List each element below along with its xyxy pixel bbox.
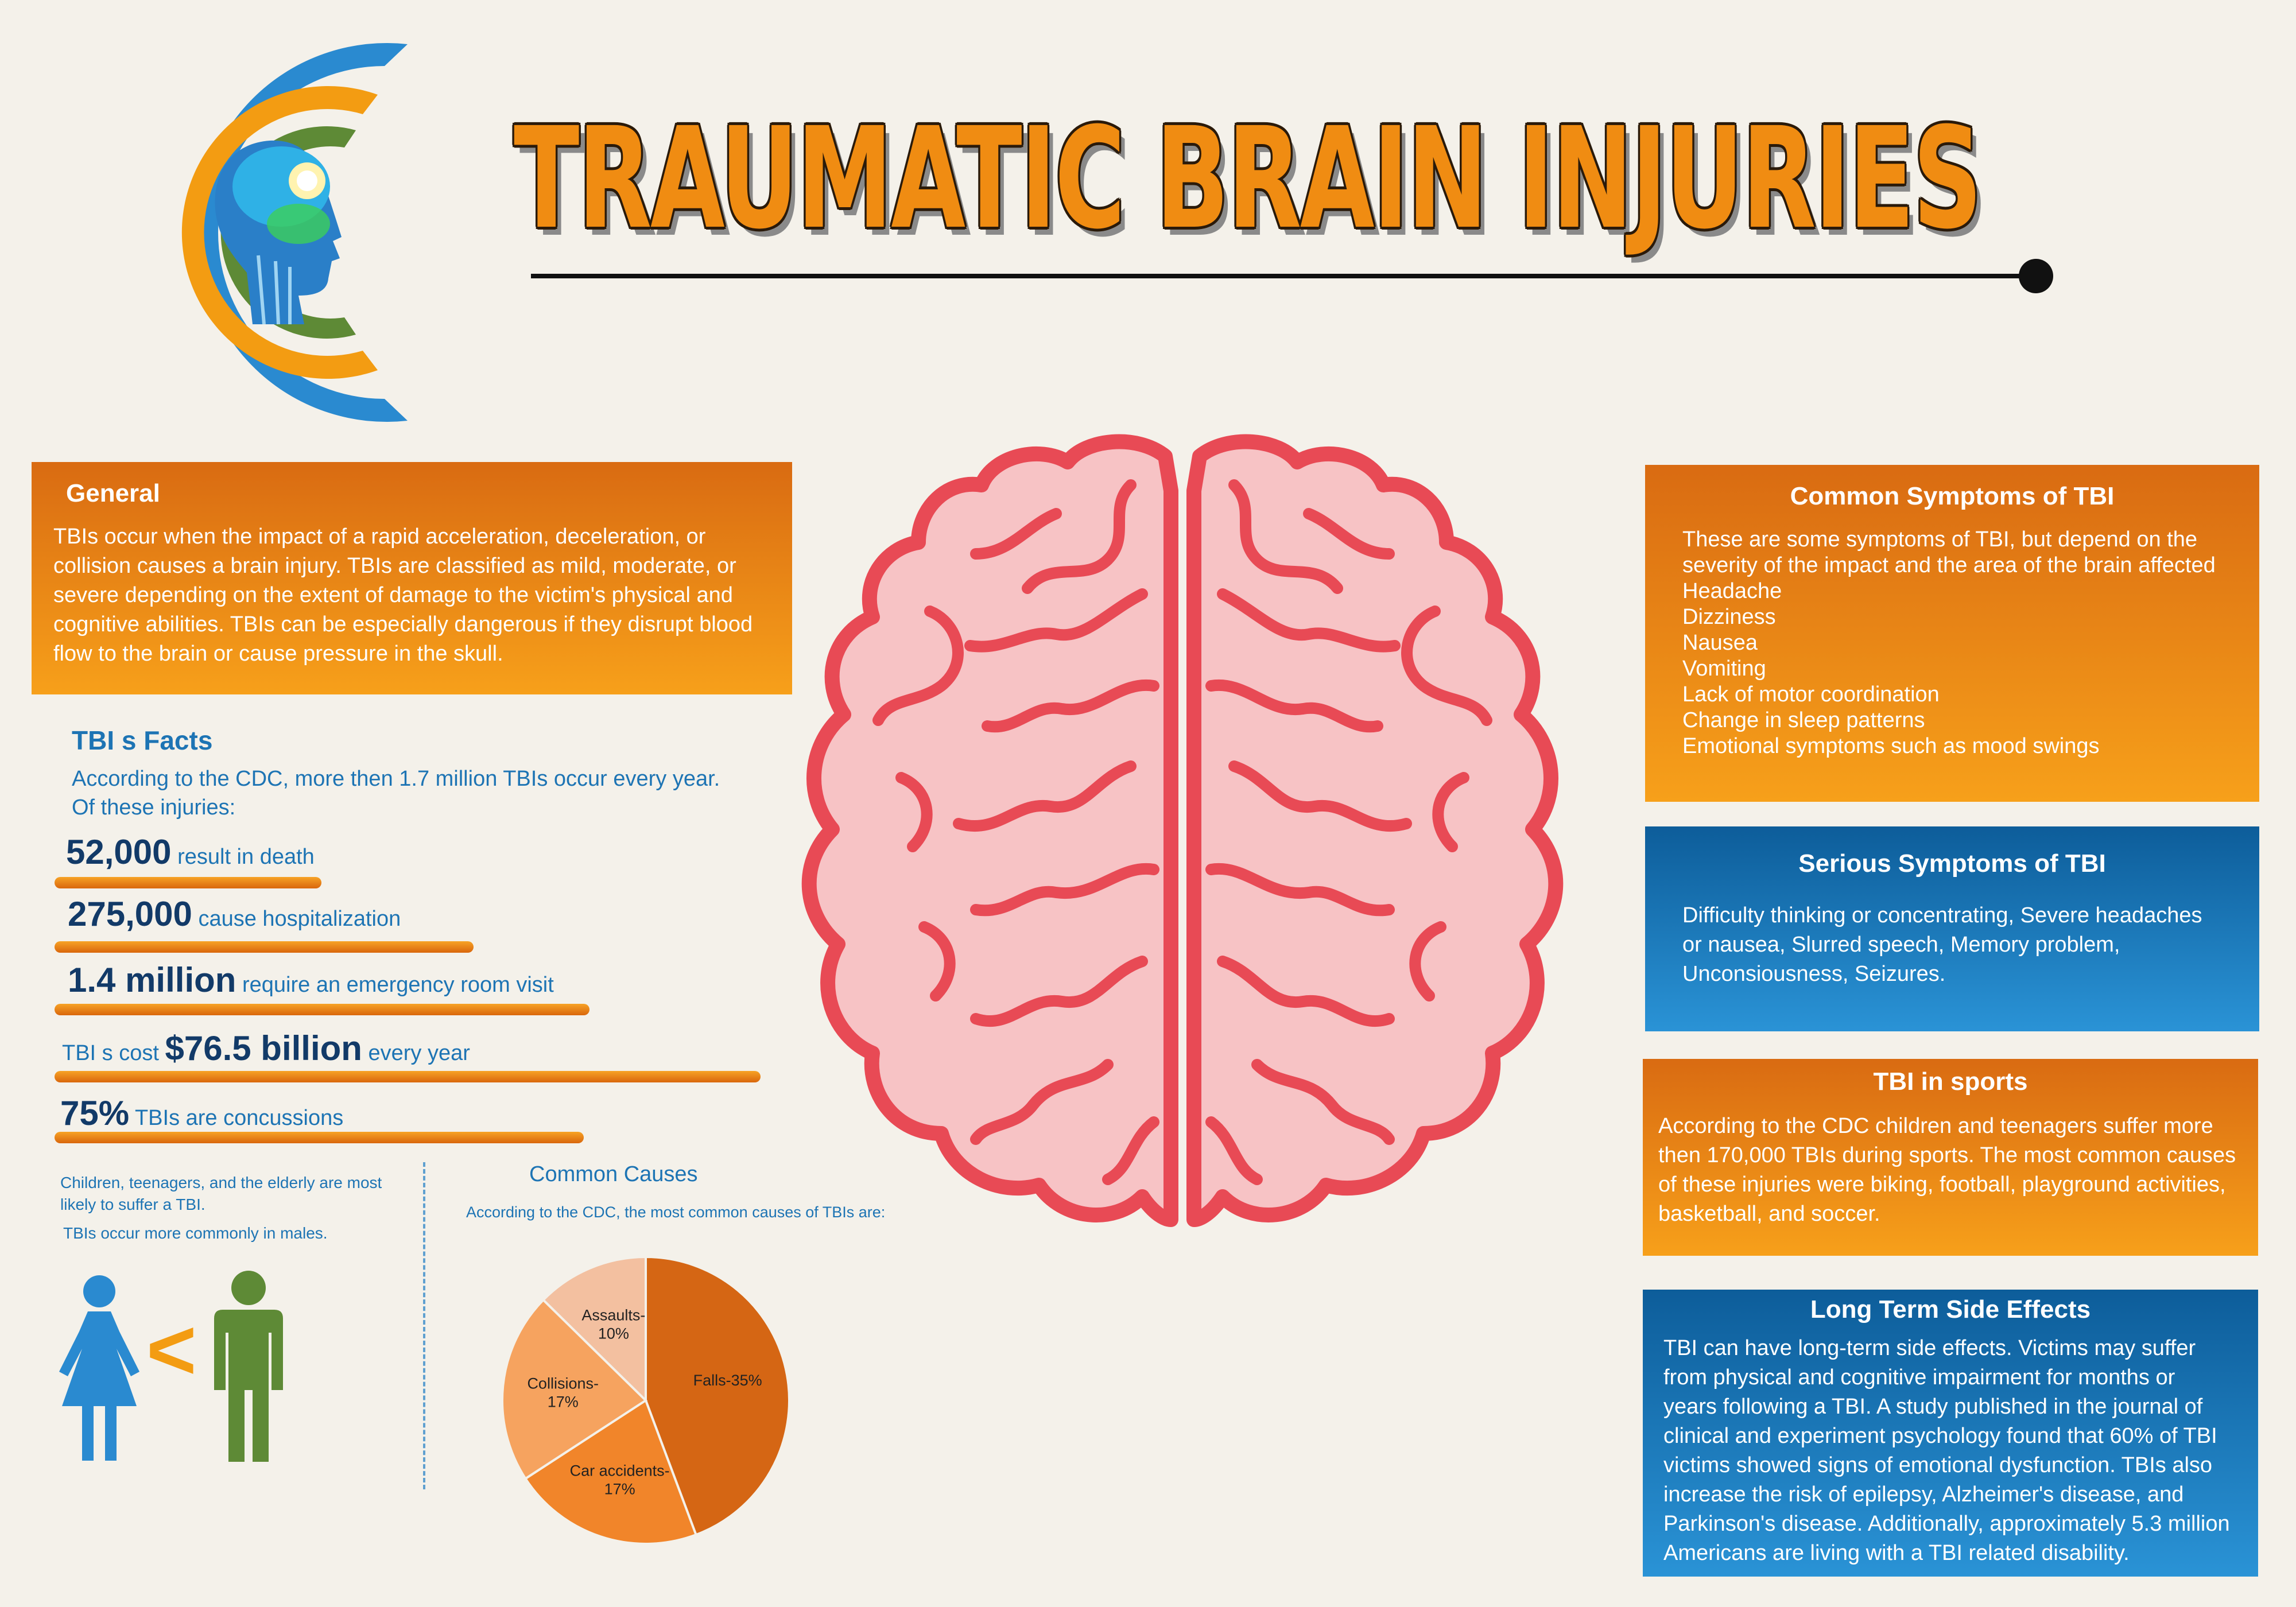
pie-label: Falls-35% (693, 1372, 762, 1389)
facts-intro-line: According to the CDC, more then 1.7 mill… (72, 767, 720, 791)
fact-concussions: 75% TBIs are concussions (60, 1093, 343, 1133)
general-line: collision causes a brain injury. TBIs ar… (53, 554, 736, 578)
serious-symptoms-text: Difficulty thinking or concentrating, Se… (1682, 901, 2202, 989)
symptom-item: Nausea (1682, 631, 1758, 655)
common-symptoms-box: Common Symptoms of TBI These are some sy… (1645, 465, 2259, 802)
female-icon (59, 1275, 139, 1461)
sports-box: TBI in sports According to the CDC child… (1643, 1059, 2258, 1256)
symptom-item: Vomiting (1682, 657, 1766, 681)
sports-line: According to the CDC children and teenag… (1658, 1114, 2213, 1138)
symptom-item: Emotional symptoms such as mood swings (1682, 734, 2100, 758)
fact-label: TBIs are concussions (134, 1106, 344, 1130)
general-text: TBIs occur when the impact of a rapid ac… (53, 522, 753, 669)
long-term-line: increase the risk of epilepsy, Alzheimer… (1663, 1482, 2184, 1507)
demographics-line: Children, teenagers, and the elderly are… (60, 1174, 382, 1191)
fact-deaths: 52,000 result in death (66, 832, 315, 872)
long-term-line: Americans are living with a TBI related … (1663, 1541, 2130, 1565)
general-line: flow to the brain or cause pressure in t… (53, 642, 503, 666)
causes-subheading: According to the CDC, the most common ca… (466, 1204, 886, 1221)
long-term-line: from physical and cognitive impairment f… (1663, 1365, 2175, 1389)
general-line: cognitive abilities. TBIs can be especia… (53, 612, 753, 636)
facts-intro: According to the CDC, more then 1.7 mill… (72, 764, 720, 822)
brain-illustration (801, 434, 1564, 1227)
general-box: General TBIs occur when the impact of a … (32, 462, 792, 694)
pie-label: Collisions-17% (527, 1375, 599, 1411)
page-title: TRAUMATIC BRAIN INJURIES (514, 98, 1982, 260)
symptom-item: Lack of motor coordination (1682, 682, 1940, 707)
facts-heading: TBI s Facts (72, 725, 213, 755)
fact-bar (55, 1132, 584, 1143)
pie-slice-falls (645, 1255, 790, 1536)
symptom-item: Change in sleep patterns (1682, 708, 1925, 732)
general-line: severe depending on the extent of damage… (53, 583, 733, 607)
long-term-heading: Long Term Side Effects (1810, 1295, 2091, 1323)
sports-line: then 170,000 TBIs during sports. The mos… (1658, 1143, 2236, 1167)
serious-line: or nausea, Slurred speech, Memory proble… (1682, 933, 2120, 957)
fact-value: 275,000 (68, 895, 192, 933)
fact-value: $76.5 billion (165, 1029, 362, 1068)
long-term-line: Parkinson's disease. Additionally, appro… (1663, 1512, 2230, 1536)
causes-pie-chart: Falls-35% Car accidents-17% Collisions-17%… (501, 1255, 790, 1545)
sports-line: basketball, and soccer. (1658, 1202, 1880, 1226)
symptom-item: Dizziness (1682, 605, 1776, 629)
fact-value: 52,000 (66, 833, 172, 871)
logo (181, 42, 408, 422)
symptom-item: Headache (1682, 579, 1782, 603)
fact-label: result in death (177, 845, 315, 869)
symptoms-intro-line: These are some symptoms of TBI, but depe… (1682, 527, 2198, 552)
fact-er-visits: 1.4 million require an emergency room vi… (68, 960, 554, 1000)
fact-hospitalization: 275,000 cause hospitalization (68, 894, 401, 934)
sports-heading: TBI in sports (1873, 1068, 2028, 1096)
pie-slice-assaults (541, 1255, 647, 1403)
causes-heading: Common Causes (529, 1162, 698, 1186)
title-underline (531, 274, 2023, 278)
demographics-line: likely to suffer a TBI. (60, 1195, 205, 1213)
demographics-text: Children, teenagers, and the elderly are… (60, 1172, 382, 1244)
serious-line: Unconsiousness, Seizures. (1682, 962, 1946, 986)
pie-slice-car-accidents (523, 1398, 698, 1545)
less-than-symbol: < (146, 1301, 197, 1398)
general-heading: General (66, 479, 160, 507)
fact-cost: TBI s cost $76.5 billion every year (62, 1028, 470, 1068)
fact-label: cause hospitalization (198, 907, 401, 931)
serious-symptoms-box: Serious Symptoms of TBI Difficulty think… (1645, 826, 2259, 1031)
fact-bar (55, 877, 321, 888)
fact-value: 1.4 million (68, 961, 236, 999)
fact-bar (55, 1071, 761, 1082)
serious-line: Difficulty thinking or concentrating, Se… (1682, 903, 2202, 927)
facts-intro-line: Of these injuries: (72, 795, 236, 820)
general-line: TBIs occur when the impact of a rapid ac… (53, 525, 706, 549)
long-term-box: Long Term Side Effects TBI can have long… (1643, 1290, 2258, 1577)
symptoms-intro-line: severity of the impact and the area of t… (1682, 553, 2216, 577)
sports-text: According to the CDC children and teenag… (1658, 1112, 2236, 1229)
pie-label: Car accidents-17% (570, 1462, 670, 1498)
pie-label: Assaults-10% (581, 1306, 645, 1342)
long-term-text: TBI can have long-term side effects. Vic… (1663, 1334, 2230, 1568)
pie-slice-collisions (501, 1298, 648, 1481)
title-underline-dot (2019, 259, 2053, 293)
common-symptoms-text: These are some symptoms of TBI, but depe… (1682, 527, 2216, 759)
head-icon (215, 140, 342, 325)
fact-value: 75% (60, 1094, 130, 1132)
long-term-line: years following a TBI. A study published… (1663, 1395, 2203, 1419)
sports-line: of these injuries were biking, football,… (1658, 1173, 2226, 1197)
long-term-line: TBI can have long-term side effects. Vic… (1663, 1336, 2196, 1360)
long-term-line: victims showed signs of emotional dysfun… (1663, 1453, 2213, 1477)
fact-label: require an emergency room visit (242, 973, 554, 997)
demographics-line: TBIs occur more commonly in males. (63, 1224, 328, 1242)
fact-bar (55, 1004, 589, 1015)
dashed-divider (423, 1162, 425, 1489)
serious-symptoms-heading: Serious Symptoms of TBI (1798, 849, 2106, 878)
pie-slices (501, 1255, 790, 1545)
long-term-line: clinical and experiment psychology found… (1663, 1424, 2217, 1448)
male-icon (214, 1271, 283, 1462)
fact-bar (55, 941, 474, 953)
fact-prefix: TBI s cost (62, 1041, 159, 1065)
fact-label: every year (368, 1041, 470, 1065)
pie-labels: Falls-35% Car accidents-17% Collisions-17%… (527, 1306, 762, 1497)
common-symptoms-heading: Common Symptoms of TBI (1790, 482, 2115, 510)
